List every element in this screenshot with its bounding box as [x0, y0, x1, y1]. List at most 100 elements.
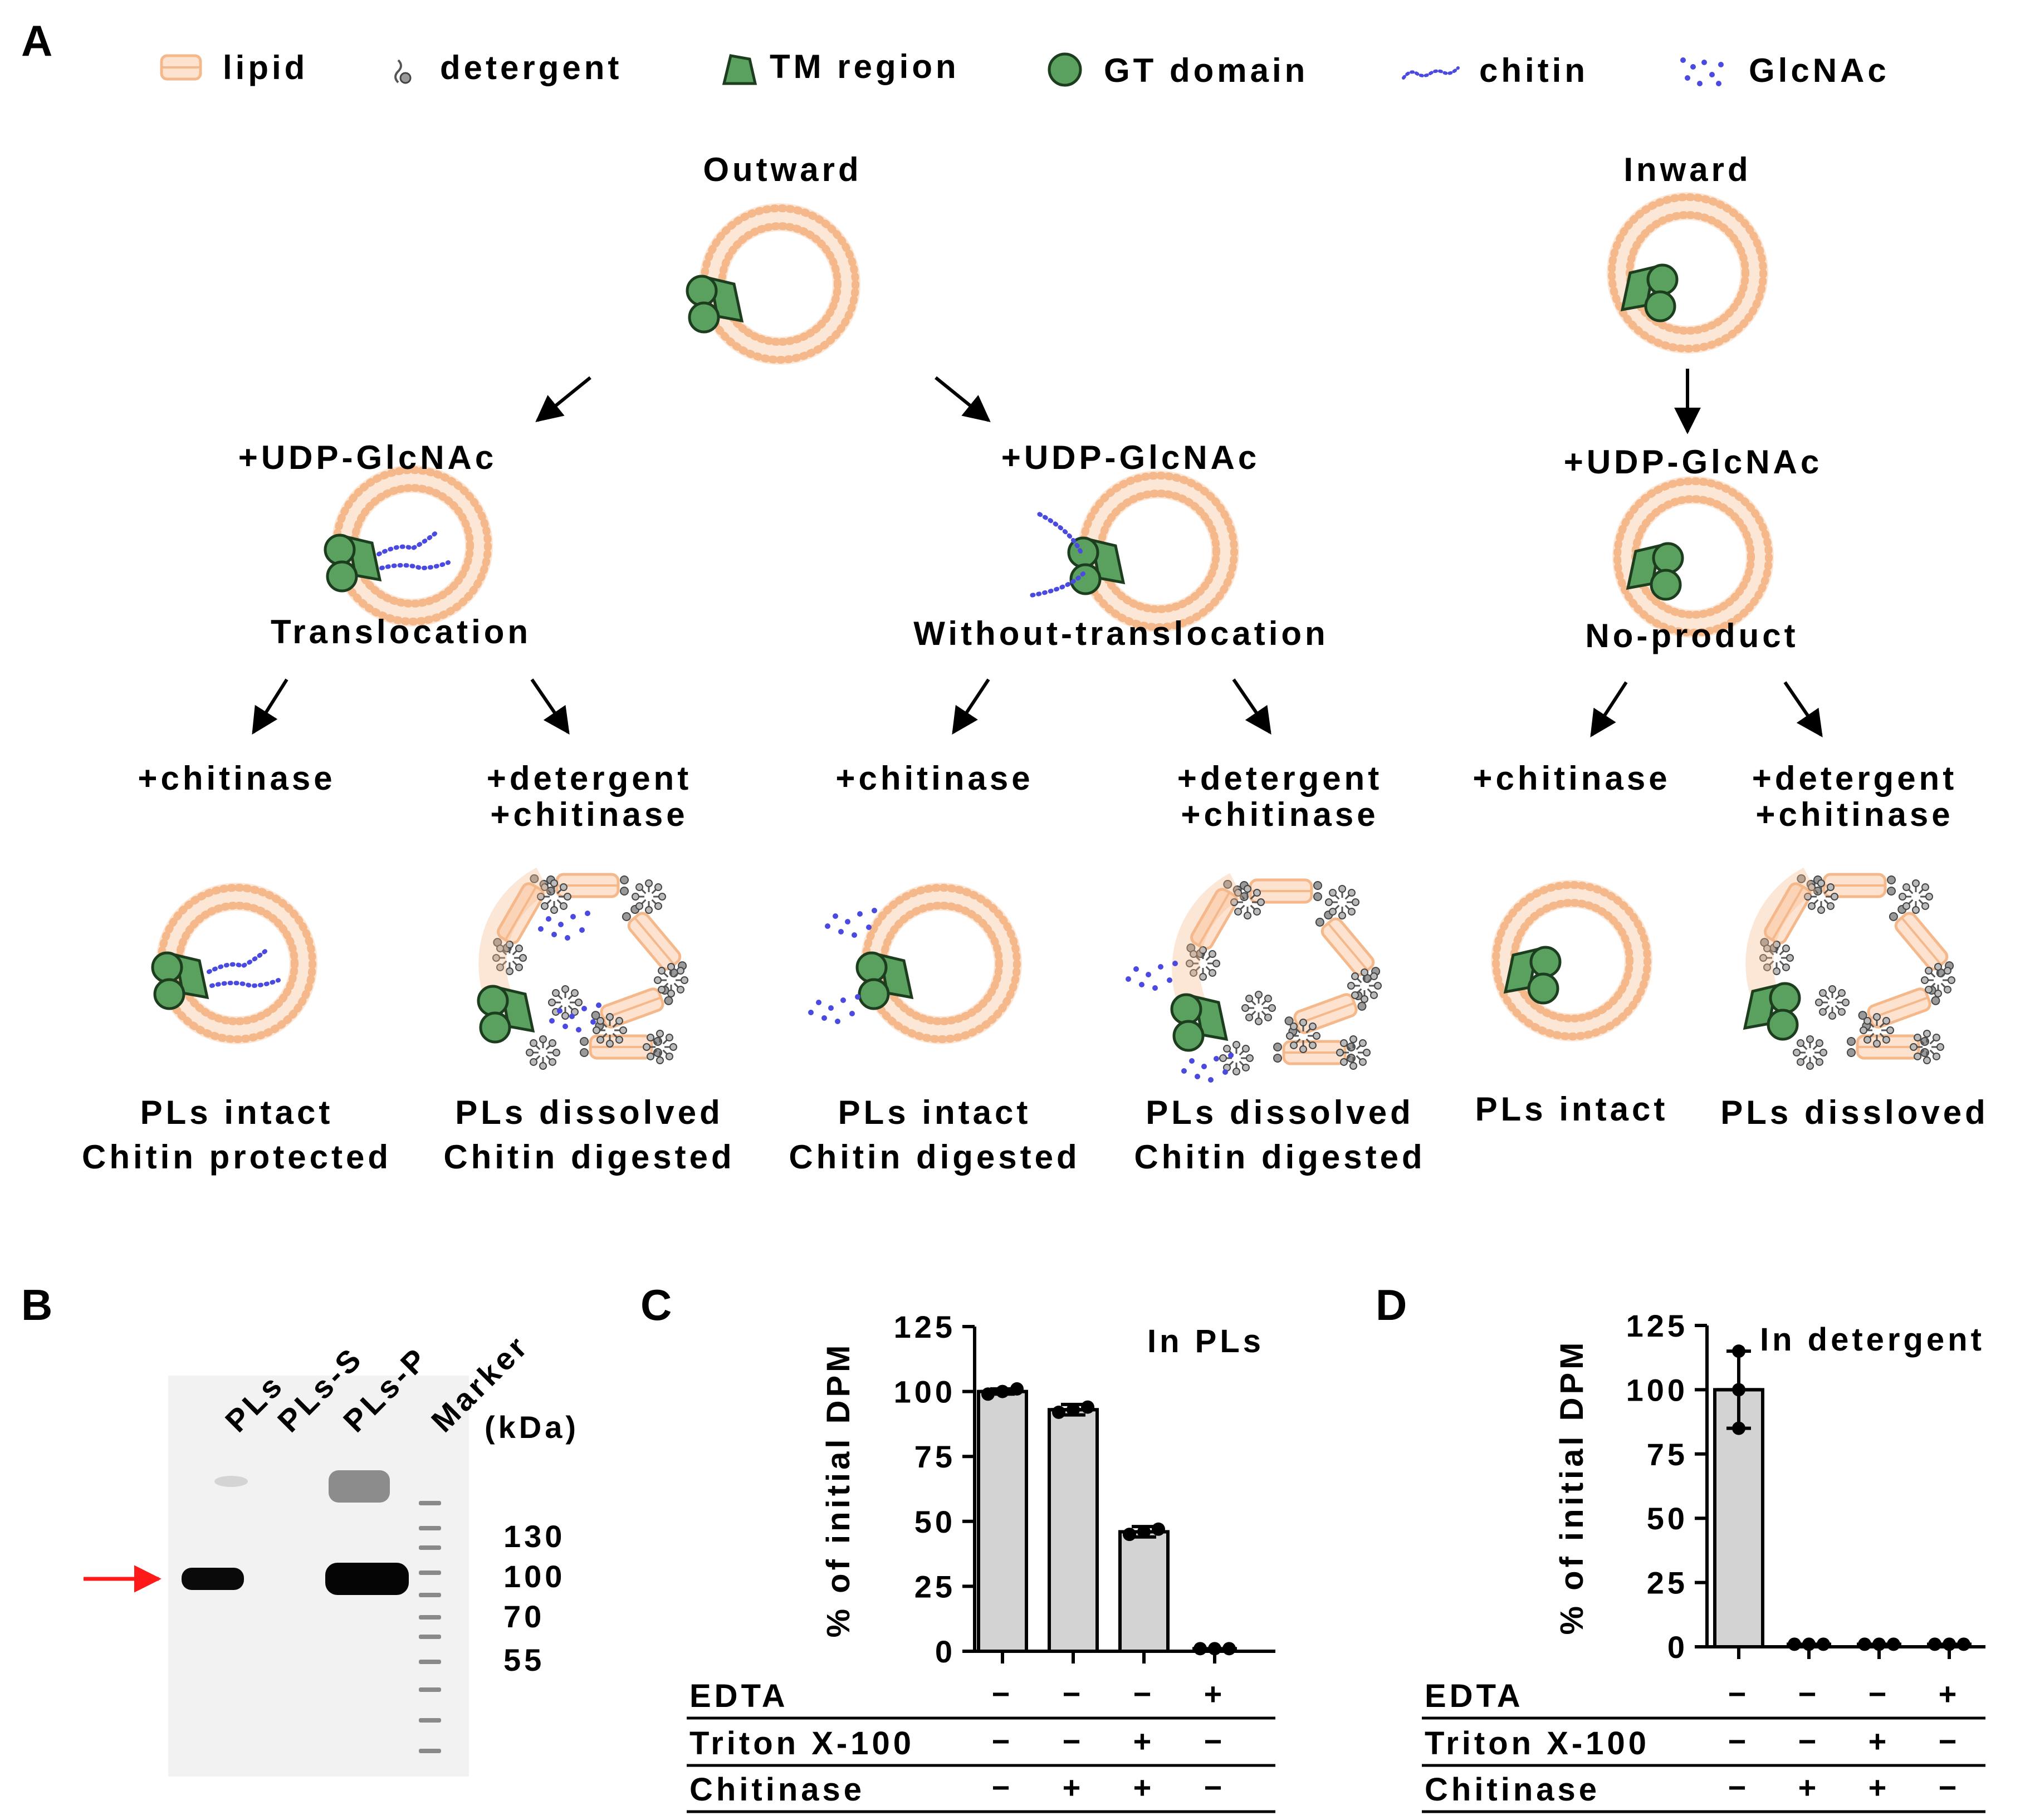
condition-sign: −	[1063, 1676, 1084, 1711]
chart-c-annotation: In PLs	[1147, 1323, 1264, 1359]
condition-label: Triton X-100	[689, 1725, 914, 1762]
arrow-2b	[1232, 678, 1271, 735]
result-4-detergent-micelle	[1286, 1019, 1320, 1053]
data-point	[1732, 1421, 1745, 1435]
western-blot: PLs PLs-S PLs-P Marker (kDa) 130 100 70 …	[84, 1328, 579, 1777]
condition-label: Triton X-100	[1425, 1725, 1650, 1762]
result-3-protein	[855, 951, 914, 1010]
data-point	[981, 1387, 995, 1401]
y-tick-label: 100	[894, 1374, 956, 1410]
chitinase-label-2: +chitinase	[835, 760, 1033, 797]
result-6-detergent-micelle	[1815, 985, 1850, 1020]
ladder-band	[419, 1615, 441, 1620]
y-tick-label: 125	[1626, 1308, 1688, 1343]
detergent-chitinase-label-1: +chitinase	[490, 796, 688, 833]
result-2-detergent-micelle	[537, 879, 571, 914]
translocation-protein	[324, 534, 382, 593]
result-2-protein	[477, 985, 535, 1044]
result-5-vesicle	[1491, 880, 1652, 1041]
condition-label: EDTA	[1425, 1678, 1524, 1714]
y-tick-label: 25	[1647, 1565, 1688, 1601]
result-6-detergent-micelle	[1921, 963, 1955, 997]
data-point	[1732, 1383, 1745, 1397]
y-tick-label: 75	[914, 1439, 956, 1474]
data-point	[1732, 1344, 1745, 1358]
detergent-label-3: +detergent	[1752, 760, 1957, 797]
chitinase-label-3: +chitinase	[1473, 760, 1670, 797]
udp-label-1: +UDP-GlcNAc	[238, 439, 497, 476]
result-4-detergent-micelle	[1186, 946, 1220, 981]
condition-sign: −	[992, 1724, 1014, 1759]
result-6-detergent-micelle	[1910, 1030, 1944, 1064]
condition-sign: +	[1133, 1770, 1155, 1805]
outcome-1a: PLs intact	[140, 1094, 334, 1131]
marker-ladder	[419, 1501, 441, 1753]
result-3-glcnac-a	[825, 908, 877, 938]
bar-chart-d: In detergent % of initial DPM 0255075100…	[1422, 1308, 1985, 1813]
condition-sign: −	[1798, 1724, 1820, 1759]
no-product-label: No-product	[1585, 617, 1798, 654]
ladder-band	[419, 1687, 441, 1692]
y-tick-label: 125	[894, 1309, 956, 1344]
result-6-detergent-micelle	[1793, 1035, 1827, 1070]
chitin-protected-1	[207, 947, 270, 974]
condition-sign: −	[1728, 1676, 1750, 1711]
y-tick-label: 50	[914, 1504, 956, 1539]
without-translocation-protein	[1067, 536, 1126, 595]
marker-55: 55	[503, 1642, 545, 1677]
result-2-detergent-micelle	[643, 1030, 677, 1064]
result-4-glcnac-a	[1126, 961, 1178, 991]
data-point	[1928, 1637, 1941, 1651]
result-4-detergent-micelle	[1347, 968, 1382, 1003]
outward-title: Outward	[703, 151, 862, 188]
data-point	[1067, 1403, 1080, 1417]
result-2-lipid-arc	[478, 867, 550, 1002]
band-pls-p-high	[329, 1470, 390, 1503]
chitin-outside-1	[1034, 510, 1083, 554]
outward-protein	[686, 275, 744, 334]
chart-d-ylabel: % of initial DPM	[1554, 1339, 1590, 1635]
bar-chart-c: In PLs % of initial DPM 0255075100125EDT…	[687, 1309, 1275, 1813]
ladder-band	[419, 1660, 441, 1664]
data-point	[1802, 1637, 1816, 1651]
blot-smear-lane1	[214, 1476, 248, 1487]
detergent-chitinase-label-2: +chitinase	[1181, 796, 1378, 833]
arrow-3b	[1783, 681, 1823, 737]
data-point	[1222, 1642, 1236, 1656]
condition-label: Chitinase	[1425, 1772, 1600, 1808]
udp-label-3: +UDP-GlcNAc	[1564, 443, 1822, 481]
glcnac-legend-icon	[1680, 57, 1724, 86]
result-4-detergent-micelle	[1241, 991, 1276, 1025]
inward-title: Inward	[1623, 151, 1751, 188]
result-2-lipid-fragment	[493, 874, 549, 953]
condition-sign: +	[1063, 1770, 1084, 1805]
y-tick-label: 0	[1667, 1630, 1688, 1665]
arrow-2a	[952, 678, 990, 735]
legend: lipid detergent TM region GT domain chit…	[160, 48, 1890, 89]
condition-sign: −	[1204, 1770, 1226, 1805]
condition-sign: −	[1939, 1724, 1960, 1759]
panel-label-d: D	[1376, 1280, 1407, 1329]
result-2-lipid-fragment	[546, 873, 629, 898]
chitin-inside-1	[376, 530, 439, 556]
bar	[1118, 1530, 1170, 1653]
data-point	[1081, 1400, 1094, 1414]
legend-glcnac-label: GlcNAc	[1749, 52, 1890, 89]
result-6-detergent-micelle	[1804, 879, 1838, 914]
kda-unit-label: (kDa)	[485, 1410, 579, 1445]
data-point	[1943, 1637, 1956, 1651]
outcome-5a: PLs intact	[1475, 1090, 1669, 1128]
legend-lipid-label: lipid	[223, 49, 308, 86]
chart-d-annotation: In detergent	[1760, 1322, 1985, 1358]
y-tick-label: 100	[1626, 1372, 1688, 1407]
data-point	[1887, 1637, 1900, 1651]
outcome-6a: PLs dissloved	[1720, 1094, 1988, 1131]
chitin-outside-2	[1025, 571, 1085, 598]
band-pls	[182, 1568, 244, 1590]
data-point	[1788, 1637, 1801, 1651]
no-product-vesicle	[1612, 476, 1774, 638]
panel-label-c: C	[640, 1280, 672, 1329]
arrow-1a	[252, 678, 288, 735]
result-2-detergent-micelle	[632, 879, 666, 914]
result-2-lipid-fragment	[622, 905, 687, 977]
